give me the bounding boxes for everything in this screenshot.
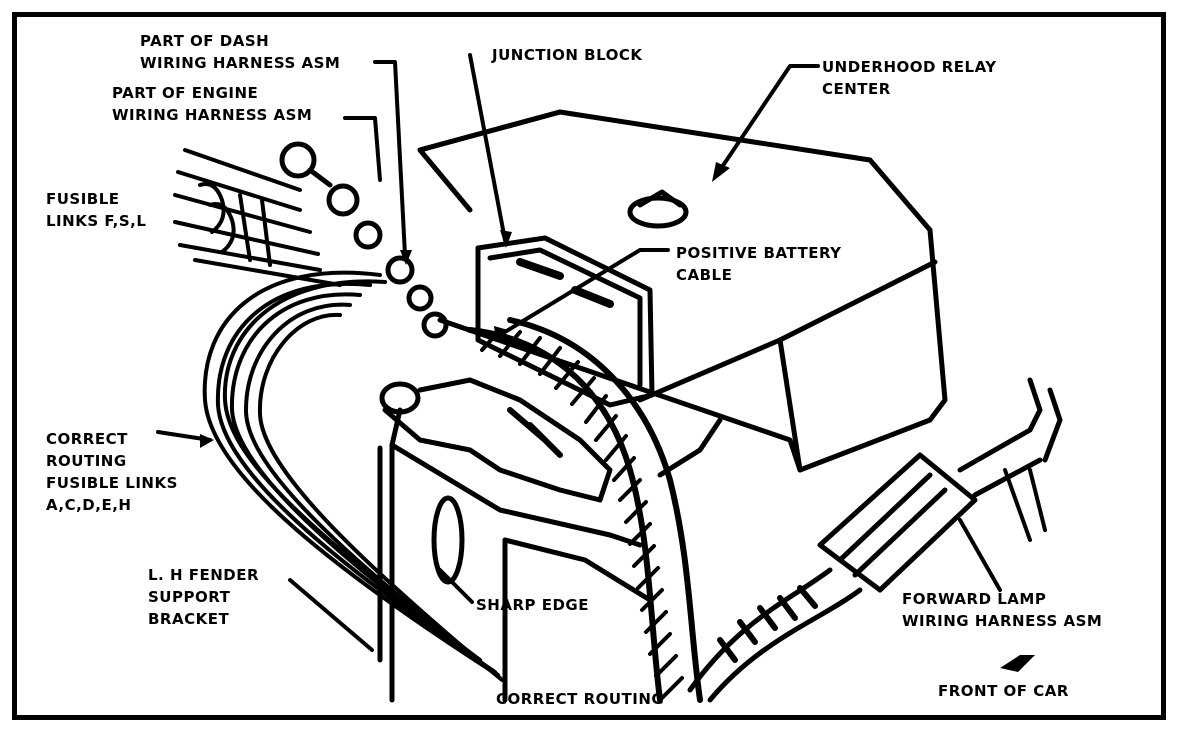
label-sharp-edge: SHARP EDGE: [476, 596, 589, 614]
label-correct-routing: CORRECT ROUTING: [496, 690, 665, 708]
leader-sharp-edge: [438, 568, 474, 604]
forward-lamp-harness: [687, 377, 1063, 703]
label-front-of-car: FRONT OF CAR: [938, 682, 1069, 700]
leader-dash-harness: [373, 60, 407, 257]
relay-center-knob: [627, 189, 689, 229]
label-forward-lamp-harness: FORWARD LAMP WIRING HARNESS ASM: [902, 590, 1103, 630]
relay-center-box: [417, 109, 948, 473]
label-fender-bracket: L. H FENDER SUPPORT BRACKET: [148, 566, 260, 628]
ring-terminals: [279, 141, 449, 339]
arrowheads: [200, 162, 730, 448]
fusible-link-bundle: [173, 148, 342, 287]
oval-slot: [431, 495, 465, 585]
diagram-border: [12, 12, 1166, 720]
front-of-car-arrow: [1000, 655, 1035, 672]
battery-cable-conduit: [467, 317, 703, 703]
label-positive-battery-cable: POSITIVE BATTERY CABLE: [676, 244, 842, 284]
leader-fender-bracket: [288, 578, 374, 652]
label-relay-center: UNDERHOOD RELAY CENTER: [822, 58, 997, 98]
leader-junction-block: [468, 53, 507, 242]
leader-relay-center: [718, 64, 820, 172]
label-correct-routing-links: CORRECT ROUTING FUSIBLE LINKS A,C,D,E,H: [46, 430, 178, 514]
label-junction-block: JUNCTION BLOCK: [492, 46, 643, 64]
leader-forward-lamp: [958, 518, 1002, 592]
leader-lines: [156, 53, 1002, 652]
battery-terminal: [379, 377, 613, 503]
label-engine-harness: PART OF ENGINE WIRING HARNESS ASM: [112, 84, 313, 124]
junction-block: [475, 235, 655, 408]
routed-links: [202, 270, 504, 682]
leader-engine-harness: [343, 116, 382, 182]
label-dash-harness: PART OF DASH WIRING HARNESS ASM: [140, 32, 341, 72]
label-fusible-links-fsl: FUSIBLE LINKS F,S,L: [46, 190, 147, 230]
leader-battery-cable: [498, 248, 670, 337]
fender-panel: [389, 407, 723, 703]
